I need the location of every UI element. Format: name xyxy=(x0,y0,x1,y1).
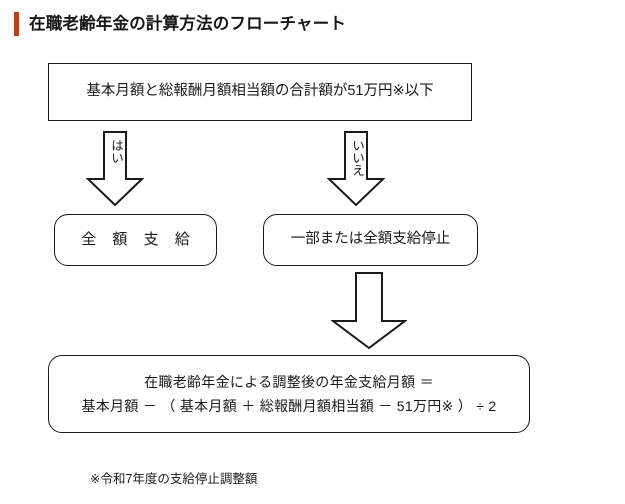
flow-node-suspended-label: 一部または全額支給停止 xyxy=(290,231,451,248)
flow-node-condition-label: 基本月額と総報酬月額相当額の合計額が51万円※以下 xyxy=(86,83,434,100)
flow-node-formula: 在職老齢年金による調整後の年金支給月額 ＝ 基本月額 － （ 基本月額 ＋ 総報… xyxy=(48,355,530,433)
flow-node-full-payment-label: 全 額 支 給 xyxy=(81,231,196,249)
title-accent-bar xyxy=(14,12,19,36)
flow-arrow-no: いいえ xyxy=(327,131,385,207)
footnote-text: ※令和7年度の支給停止調整額 xyxy=(90,472,258,486)
title-text: 在職老齢年金の計算方法のフローチャート xyxy=(29,14,347,33)
flow-arrow-no-label: いいえ xyxy=(350,139,364,177)
flow-node-formula-line-2: 基本月額 － （ 基本月額 ＋ 総報酬月額相当額 － 51万円※ ） ÷ 2 xyxy=(81,398,497,414)
flow-arrow-to-formula xyxy=(331,272,407,350)
flow-node-suspended: 一部または全額支給停止 xyxy=(263,214,478,266)
page-title: 在職老齢年金の計算方法のフローチャート xyxy=(14,11,346,37)
flow-arrow-yes-label: はい xyxy=(109,139,123,164)
flow-node-full-payment: 全 額 支 給 xyxy=(54,214,217,266)
flow-node-formula-line-1: 在職老齢年金による調整後の年金支給月額 ＝ xyxy=(144,373,434,390)
flow-node-condition: 基本月額と総報酬月額相当額の合計額が51万円※以下 xyxy=(48,63,472,121)
flow-arrow-yes: はい xyxy=(86,131,144,207)
